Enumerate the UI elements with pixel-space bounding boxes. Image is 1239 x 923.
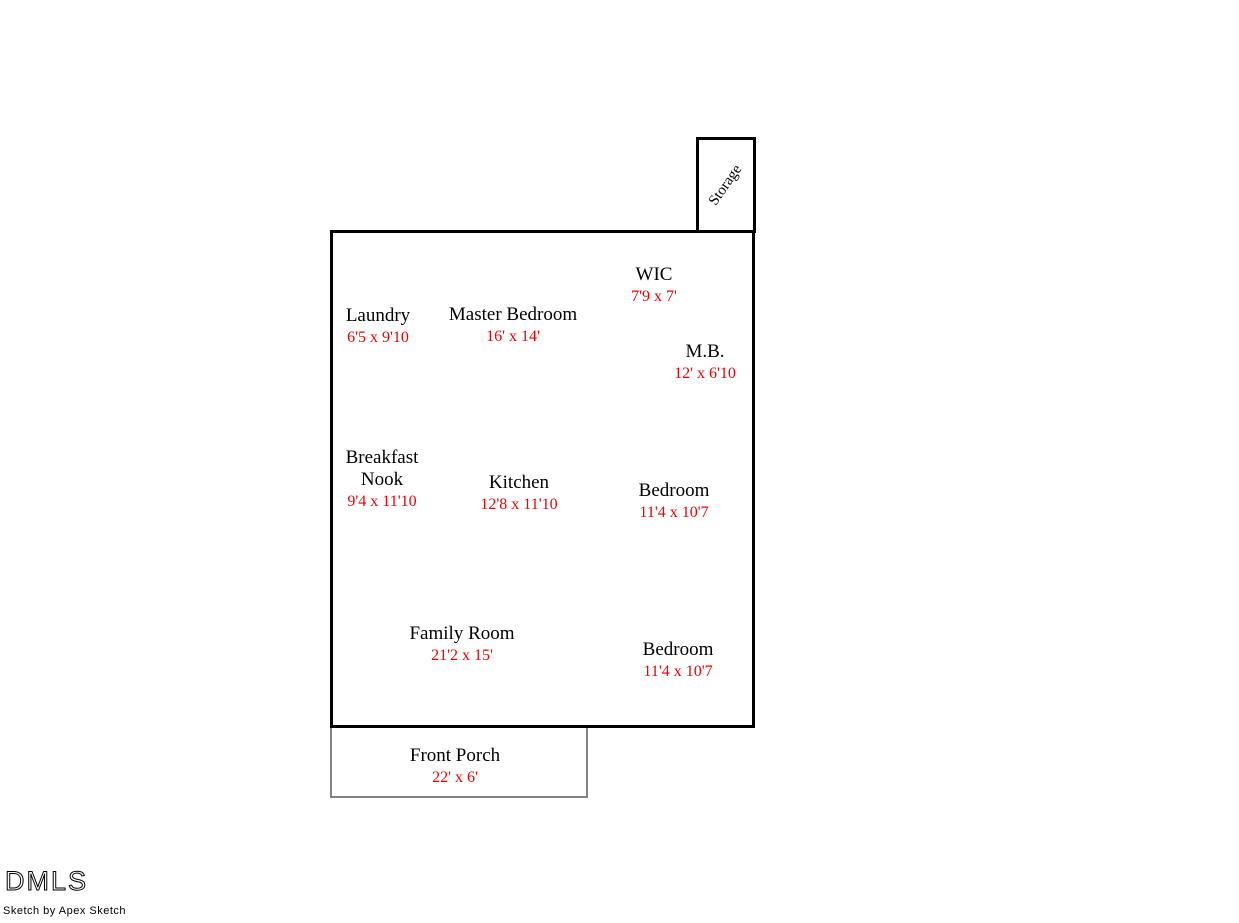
room-label-bedroom-2: Bedroom 11'4 x 10'7 [643, 639, 714, 683]
room-name: Master Bedroom [448, 304, 578, 325]
room-dimensions: 16' x 14' [486, 328, 540, 345]
room-dimensions: 9'4 x 11'10 [347, 493, 417, 510]
front-porch-outline [330, 728, 588, 798]
main-building-outline [330, 230, 755, 728]
sketch-credit: Sketch by Apex Sketch [3, 905, 127, 917]
room-label-family-room: Family Room 21'2 x 15' [409, 623, 514, 667]
room-name: Laundry [345, 305, 411, 326]
room-name: Front Porch [409, 745, 501, 766]
room-label-master-bedroom: Master Bedroom 16' x 14' [449, 304, 577, 348]
room-dimensions: 11'4 x 10'7 [643, 663, 713, 680]
room-label-kitchen: Kitchen 12'8 x 11'10 [480, 472, 557, 516]
room-label-wic: WIC 7'9 x 7' [631, 264, 677, 308]
room-label-breakfast-nook: Breakfast Nook 9'4 x 11'10 [336, 447, 428, 513]
room-name: Kitchen [488, 472, 550, 493]
room-label-storage: Storage [696, 137, 756, 233]
room-dimensions: 7'9 x 7' [631, 288, 677, 305]
room-name: Bedroom [642, 639, 714, 660]
dmls-logo-text: DMLS [5, 866, 88, 896]
room-dimensions: 21'2 x 15' [431, 647, 493, 664]
room-label-laundry: Laundry 6'5 x 9'10 [346, 305, 410, 349]
room-label-mb: M.B. 12' x 6'10 [674, 341, 736, 385]
room-name: Storage [705, 161, 746, 209]
room-name: M.B. [685, 341, 725, 362]
room-name: Family Room [409, 623, 515, 644]
room-name: Breakfast Nook [345, 447, 419, 490]
room-name: Bedroom [638, 480, 710, 501]
storage-room-outline [696, 137, 756, 233]
room-label-bedroom-1: Bedroom 11'4 x 10'7 [639, 480, 710, 524]
room-dimensions: 11'4 x 10'7 [639, 504, 709, 521]
room-dimensions: 12'8 x 11'10 [480, 496, 558, 513]
room-dimensions: 22' x 6' [432, 769, 478, 786]
room-dimensions: 12' x 6'10 [674, 365, 736, 382]
room-label-front-porch: Front Porch 22' x 6' [410, 745, 500, 789]
dmls-logo: DMLS [5, 866, 88, 897]
room-name: WIC [635, 264, 673, 285]
room-dimensions: 6'5 x 9'10 [347, 329, 409, 346]
